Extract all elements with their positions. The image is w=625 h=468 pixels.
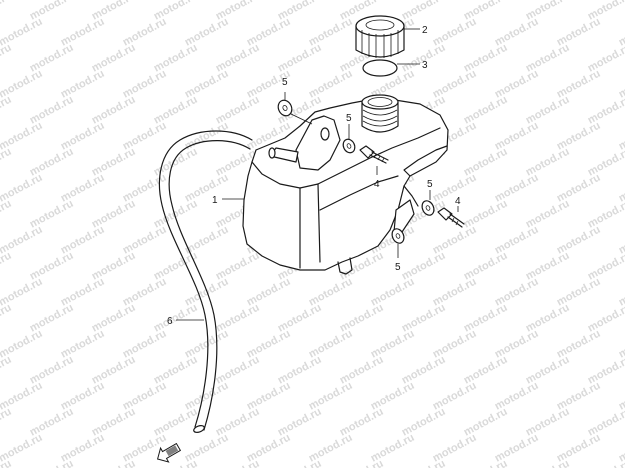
watermark-text: motod.ru — [28, 458, 76, 468]
reservoir-tank — [242, 94, 449, 275]
callout-washer-lower: 5 — [395, 262, 401, 273]
bolt-right — [437, 207, 465, 228]
washer-upper-left — [277, 99, 293, 117]
front-arrow-icon — [156, 442, 182, 463]
watermark-text: motod.ru — [400, 458, 448, 468]
callout-washer-upper-mid: 5 — [346, 113, 352, 124]
washer-lower — [391, 228, 405, 244]
callout-bolt-right: 4 — [455, 196, 461, 207]
tank-cap — [355, 15, 405, 58]
watermark-text: motod.ru — [0, 0, 14, 23]
callout-cap-gasket: 3 — [422, 60, 428, 71]
leader-lines — [176, 28, 459, 321]
watermark-text: motod.ru — [0, 42, 14, 75]
callout-washer-upper-left: 5 — [282, 77, 288, 88]
callout-hose: 6 — [167, 316, 173, 327]
watermark-text: motod.ru — [0, 354, 14, 387]
watermark-text: motod.ru — [0, 406, 14, 439]
watermark-text: motod.ru — [0, 198, 14, 231]
washer-right — [421, 200, 435, 216]
watermark-text: motod.ru — [90, 458, 138, 468]
washer-upper-mid — [342, 138, 356, 154]
callout-cap: 2 — [422, 25, 428, 36]
watermark-text: motod.ru — [0, 146, 14, 179]
watermark-text: motod.ru — [214, 458, 262, 468]
cap-gasket — [362, 59, 398, 77]
callout-bolt-upper: 4 — [374, 179, 380, 190]
overflow-hose — [158, 130, 253, 433]
watermark-text: motod.ru — [338, 458, 386, 468]
watermark-text: motod.ru — [462, 458, 510, 468]
callout-tank: 1 — [212, 195, 218, 206]
watermark-text: motod.ru — [0, 94, 14, 127]
watermark-text: motod.ru — [0, 302, 14, 335]
watermark-text: motod.ru — [276, 458, 324, 468]
bolt-upper — [359, 145, 389, 164]
watermark-text: motod.ru — [524, 458, 572, 468]
callout-washer-right: 5 — [427, 179, 433, 190]
watermark-text: motod.ru — [0, 458, 14, 468]
watermark-text: motod.ru — [0, 250, 14, 283]
